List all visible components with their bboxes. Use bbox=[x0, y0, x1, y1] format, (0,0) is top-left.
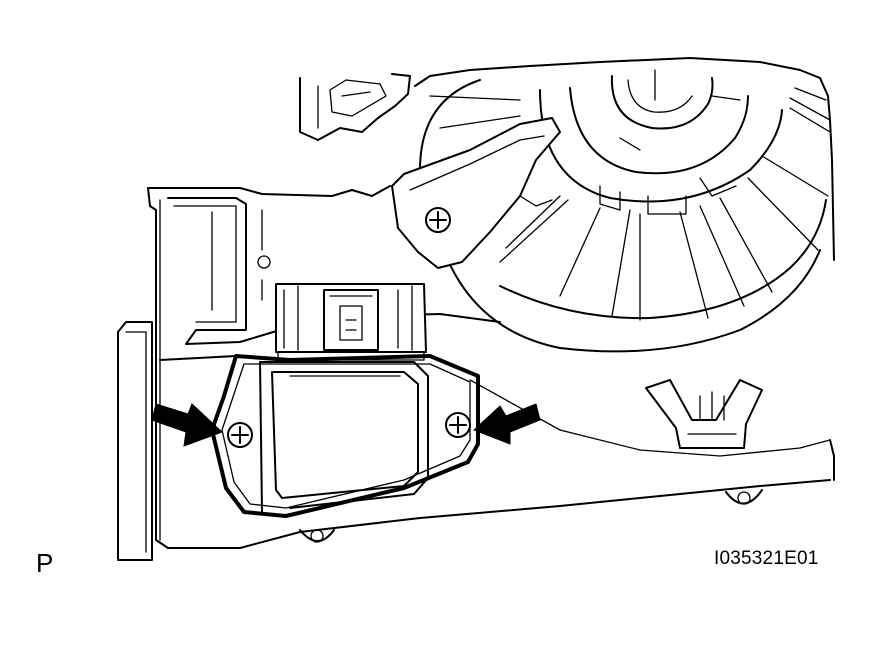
pointer-arrow-icon bbox=[473, 403, 541, 445]
figure-id: I035321E01 bbox=[714, 548, 819, 569]
blower-resistor bbox=[210, 283, 480, 518]
pointer-arrow-icon bbox=[151, 403, 223, 447]
housing-clip bbox=[645, 379, 763, 449]
view-label: P bbox=[36, 548, 54, 578]
motor-bracket bbox=[391, 117, 561, 269]
blower-housing bbox=[117, 57, 835, 561]
blower-fan bbox=[419, 69, 831, 353]
